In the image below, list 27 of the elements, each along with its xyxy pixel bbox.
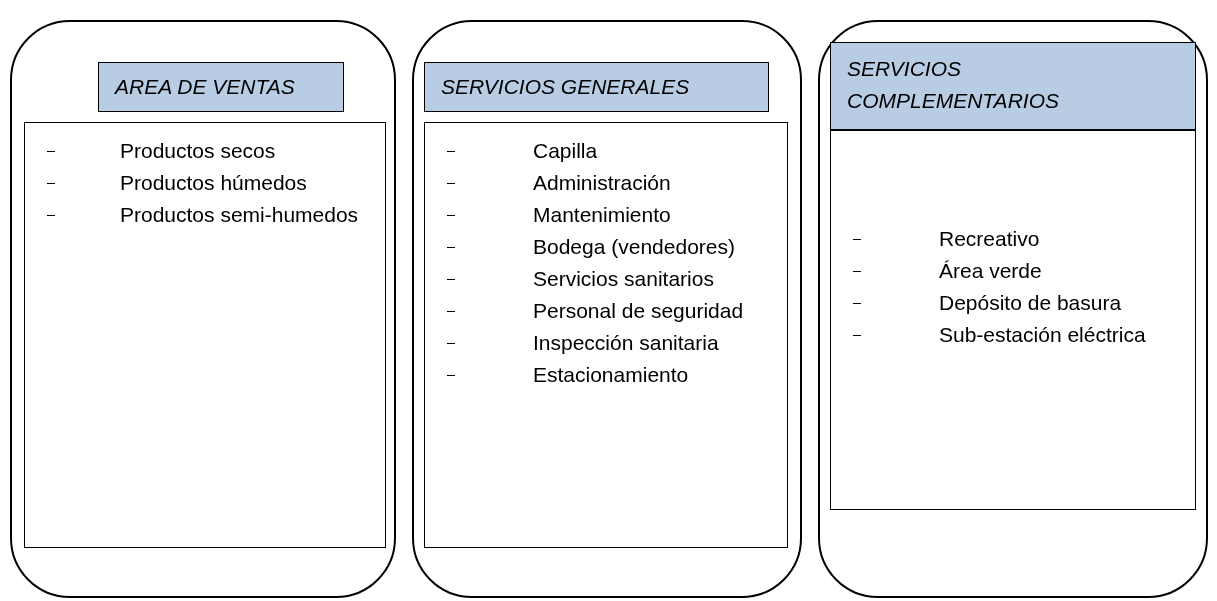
header-box — [424, 62, 769, 112]
header-text: SERVICIOS COMPLEMENTARIOS — [847, 56, 1059, 114]
list-item: Productos húmedos — [120, 170, 308, 196]
list-item: Estacionamiento — [533, 362, 690, 388]
list-box — [24, 122, 386, 548]
rounded-panel — [10, 20, 396, 598]
rounded-panel — [818, 20, 1208, 598]
list-box — [830, 130, 1196, 510]
list-item: Productos secos — [120, 138, 277, 164]
list-item: Sub-estación eléctrica — [939, 322, 1147, 348]
list-item: Servicios sanitarios — [533, 266, 715, 292]
list-item: Bodega (vendedores) — [533, 234, 736, 260]
header-text: AREA DE VENTAS — [115, 75, 295, 99]
list-item: Inspección sanitaria — [533, 330, 720, 356]
rounded-panel — [412, 20, 802, 598]
list-item: Mantenimiento — [533, 202, 672, 228]
header-text: SERVICIOS GENERALES — [441, 75, 690, 99]
list-item: Capilla — [533, 138, 599, 164]
header-box — [830, 42, 1196, 130]
list-item: Recreativo — [939, 226, 1041, 252]
list-item: Administración — [533, 170, 672, 196]
list-box — [424, 122, 788, 548]
list-item: Personal de seguridad — [533, 298, 745, 324]
list-item: Depósito de basura — [939, 290, 1123, 316]
list-item: Área verde — [939, 258, 1043, 284]
list-item: Productos semi-humedos — [120, 202, 360, 228]
header-box — [98, 62, 344, 112]
